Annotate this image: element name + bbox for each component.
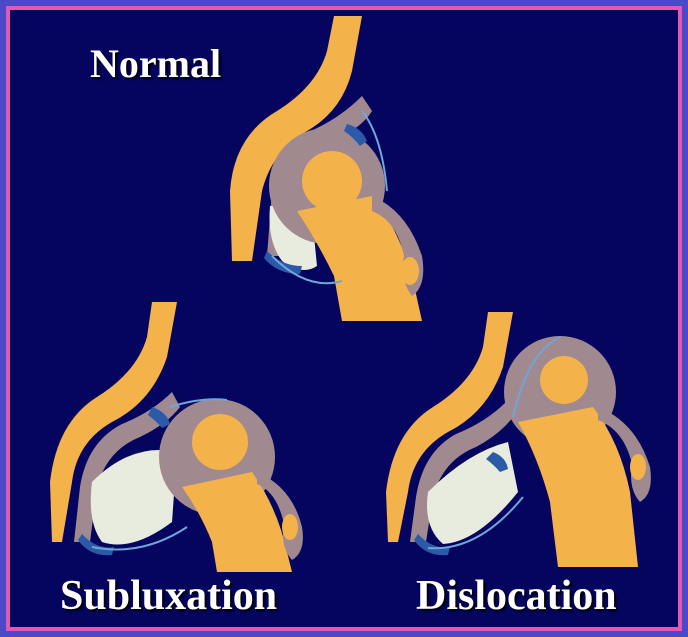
label-normal: Normal [90, 40, 221, 87]
normal-trochanter-bone [401, 257, 419, 285]
dislocation-hip-illustration [388, 312, 678, 572]
dislocation-trochanter-bone [630, 454, 646, 480]
normal-hip-illustration [222, 16, 452, 326]
subluxation-trochanter-bone [282, 514, 298, 540]
dislocation-femoral-head-bone [540, 356, 588, 404]
label-dislocation: Dislocation [416, 572, 617, 620]
label-subluxation: Subluxation [60, 572, 277, 620]
subluxation-femoral-head-bone [192, 414, 248, 470]
subluxation-hip-illustration [52, 302, 322, 572]
